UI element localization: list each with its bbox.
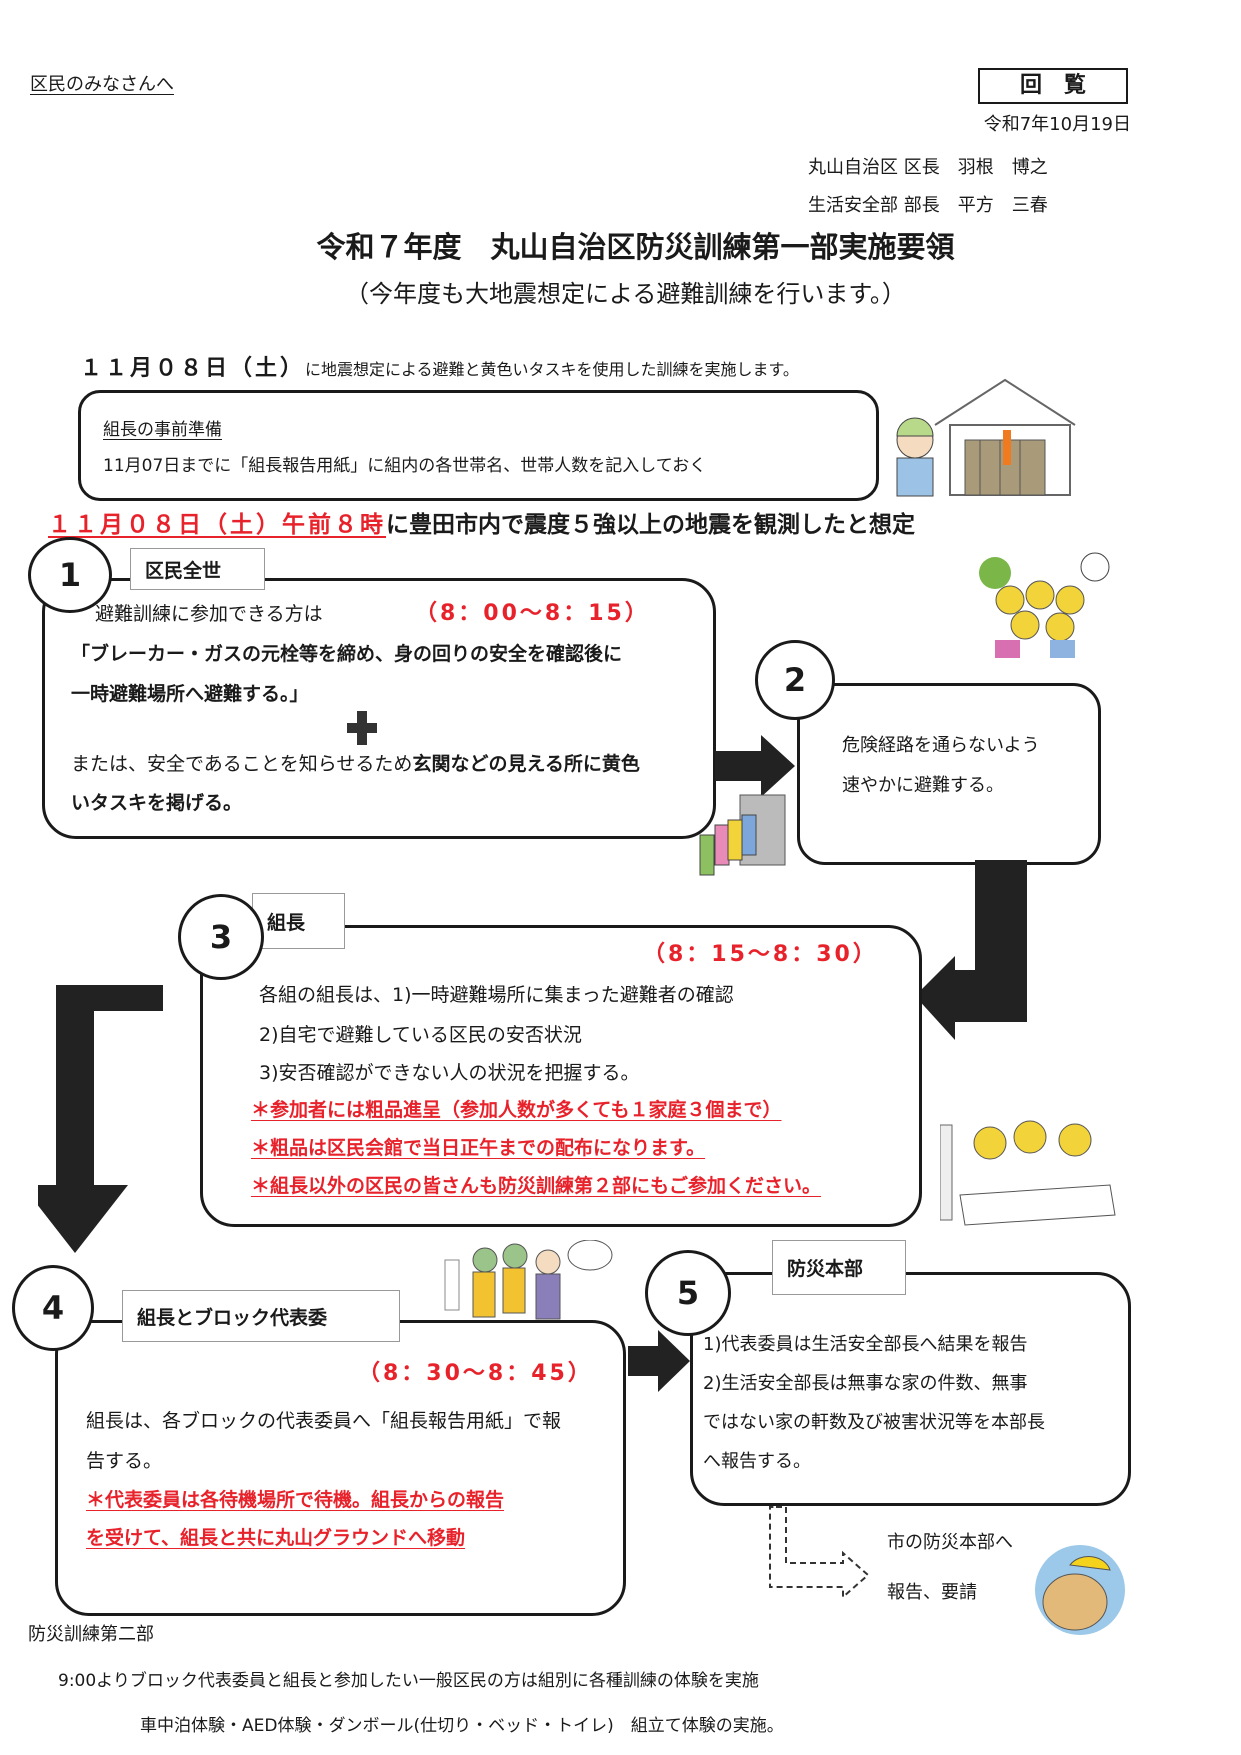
part2-line-1: 9:00よりブロック代表委員と組長と参加したい一般区民の方は組別に各種訓練の体験… [58,1671,759,1691]
step-1-line-5: いタスキを掲げる。 [71,792,243,814]
step-1-line-2: 「ブレーカー・ガスの元栓等を締め、身の回りの安全を確認後に [71,643,623,665]
dashed-arrow-icon [769,1506,870,1600]
prep-box: 組長の事前準備 11月07日までに「組長報告用紙」に組内の各世帯名、世帯人数を記… [78,390,879,501]
step-5-box: 1)代表委員は生活安全部長へ結果を報告 2)生活安全部長は無事な家の件数、無事 … [690,1272,1131,1506]
issue-date: 令和7年10月19日 [983,114,1131,135]
evacuees-illustration [979,552,1110,658]
step-3-label: 組長 [252,893,345,949]
intro-line: １１月０８日（土）に地震想定による避難と黄色いタスキを使用した訓練を実施します。 [80,350,799,382]
intro-date: １１月０８日（土） [80,356,306,381]
step-4-note-1: ＊代表委員は各待機場所で待機。組長からの報告 [86,1489,505,1511]
desk-illustration [940,1120,1116,1226]
scenario-time: １１月０８日（土）午前８時 [48,512,386,538]
arrow-down-icon [38,985,163,1253]
prep-label: 組長の事前準備 [103,420,222,440]
step-2-line-2: 速やかに避難する。 [842,775,1004,796]
arrow-right-icon-2 [628,1330,690,1392]
step-3-number: 3 [178,894,264,980]
plus-icon [347,711,377,745]
step-2-number: 2 [755,640,835,720]
walking-group-illustration [699,794,786,876]
step-3-note-3: ＊組長以外の区民の皆さんも防災訓練第２部にもご参加ください。 [251,1175,822,1197]
step-5-line-3: ではない家の軒数及び被害状況等を本部長 [703,1412,1045,1433]
step-1-line-4-normal: または、安全であることを知らせるため [71,753,413,775]
author-line-1: 丸山自治区 区長 羽根 博之 [808,157,1048,178]
step-5-line-1: 1)代表委員は生活安全部長へ結果を報告 [703,1334,1028,1355]
house-illustration [896,378,1076,497]
part2-line-2: 車中泊体験・AED体験・ダンボール(仕切り・ベッド・トイレ) 組立て体験の実施。 [140,1716,784,1736]
page-title: 令和７年度 丸山自治区防災訓練第一部実施要領 [316,230,955,264]
step-1-line-4: または、安全であることを知らせるため玄関などの見える所に黄色 [71,749,640,776]
circulation-badge: 回 覧 [978,68,1128,104]
step-5-line-2: 2)生活安全部長は無事な家の件数、無事 [703,1373,1028,1394]
step-3-note-2: ＊粗品は区民会館で当日正午までの配布になります。 [251,1137,706,1159]
step-3-box: （8：15～8：30） 各組の組長は、1)一時避難場所に集まった避難者の確認 2… [200,925,922,1227]
step-3-note-1: ＊参加者には粗品進呈（参加人数が多くても１家庭３個まで） [251,1099,782,1121]
step-4-note-2: を受けて、組長と共に丸山グラウンドへ移動 [86,1527,466,1549]
scenario-text: に豊田市内で震度５強以上の地震を観測したと想定 [386,512,915,538]
step-4-number: 4 [12,1265,94,1351]
prep-text: 11月07日までに「組長報告用紙」に組内の各世帯名、世帯人数を記入しておく [103,456,707,476]
step-4-line-1: 組長は、各ブロックの代表委員へ「組長報告用紙」で報 [86,1410,562,1432]
step-2-line-1: 危険経路を通らないよう [842,735,1040,756]
arrow-down-left-icon [915,860,1027,1040]
step-1-number: 1 [28,537,112,613]
step-3-line-2: 2)自宅で避難している区民の安否状況 [259,1024,582,1046]
step-5-number: 5 [645,1250,731,1336]
city-report-line-1: 市の防災本部へ [887,1532,1013,1553]
city-report-line-2: 報告、要請 [887,1582,977,1603]
mascot-illustration [1035,1545,1125,1635]
step-1-label: 区民全世 [130,548,265,590]
step-1-time: （8：00～8：15） [415,601,650,626]
step-3-line-1: 各組の組長は、1)一時避難場所に集まった避難者の確認 [259,984,734,1006]
step-1-box: 避難訓練に参加できる方は （8：00～8：15） 「ブレーカー・ガスの元栓等を締… [42,578,716,839]
scenario-line: １１月０８日（土）午前８時に豊田市内で震度５強以上の地震を観測したと想定 [48,505,915,539]
step-4-label: 組長とブロック代表委 [122,1290,400,1342]
step-1-line-1: 避難訓練に参加できる方は [95,603,323,625]
meeting-illustration [444,1240,613,1320]
step-4-line-2: 告する。 [86,1450,163,1472]
step-5-label: 防災本部 [772,1240,906,1295]
author-line-2: 生活安全部 部長 平方 三春 [808,195,1048,216]
intro-text: に地震想定による避難と黄色いタスキを使用した訓練を実施します。 [305,360,799,379]
step-3-time: （8：15～8：30） [643,942,878,967]
addressee: 区民のみなさんへ [30,74,174,95]
part2-heading: 防災訓練第二部 [28,1624,154,1645]
step-4-time: （8：30～8：45） [358,1361,593,1386]
step-5-line-4: へ報告する。 [703,1451,811,1472]
step-2-box: 危険経路を通らないよう 速やかに避難する。 [797,683,1101,865]
page-subtitle: （今年度も大地震想定による避難訓練を行います。） [345,280,906,308]
arrow-right-icon [715,735,795,797]
step-4-box: （8：30～8：45） 組長は、各ブロックの代表委員へ「組長報告用紙」で報 告す… [55,1320,626,1616]
step-3-line-3: 3)安否確認ができない人の状況を把握する。 [259,1062,640,1084]
step-1-line-3: 一時避難場所へ避難する。」 [71,683,309,705]
step-1-line-4-bold: 玄関などの見える所に黄色 [412,753,640,775]
